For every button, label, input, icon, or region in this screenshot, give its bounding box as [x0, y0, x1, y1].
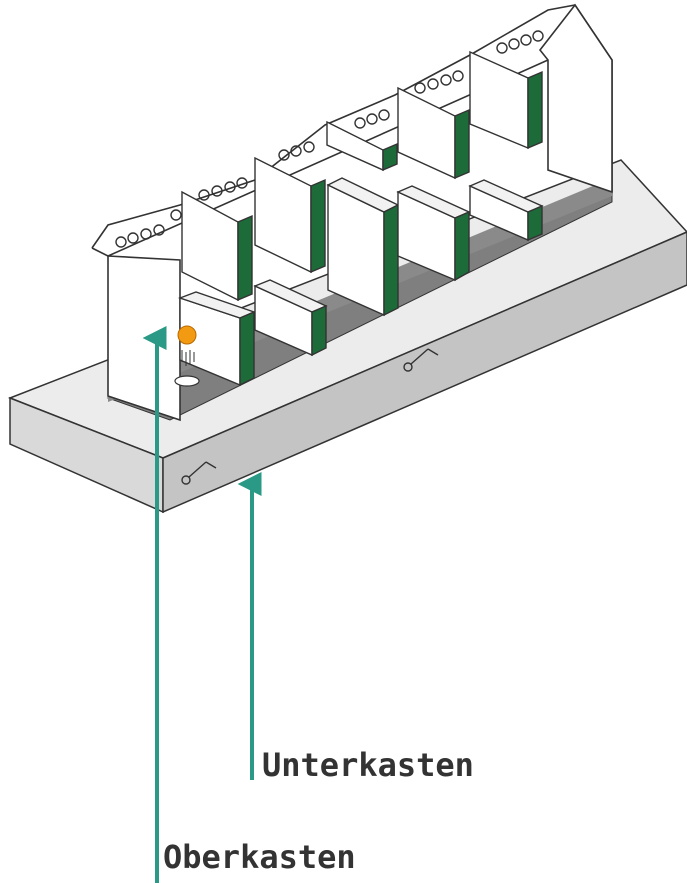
divider-plate [177, 291, 256, 387]
divider-plate [254, 156, 326, 274]
upper-box-left-wall [107, 255, 181, 422]
divider-plate [469, 50, 543, 150]
divider-plate [326, 177, 400, 317]
upper-box-right-wall [538, 3, 613, 194]
unterkasten-label: Unterkasten [262, 746, 474, 784]
lever-icon [403, 348, 439, 372]
divider-plate [181, 190, 253, 302]
divider-plate [397, 86, 470, 180]
lever-icon [181, 461, 217, 485]
divider-plate [253, 279, 328, 357]
divider-plates [177, 50, 544, 387]
underbox-front-face [162, 231, 687, 514]
divider-plate [396, 185, 471, 282]
oberkasten-label: Oberkasten [163, 838, 356, 876]
divider-plate [468, 179, 544, 242]
divider-plate [326, 120, 398, 172]
circle-holes [115, 30, 544, 248]
falling-ball-icon [174, 325, 200, 387]
